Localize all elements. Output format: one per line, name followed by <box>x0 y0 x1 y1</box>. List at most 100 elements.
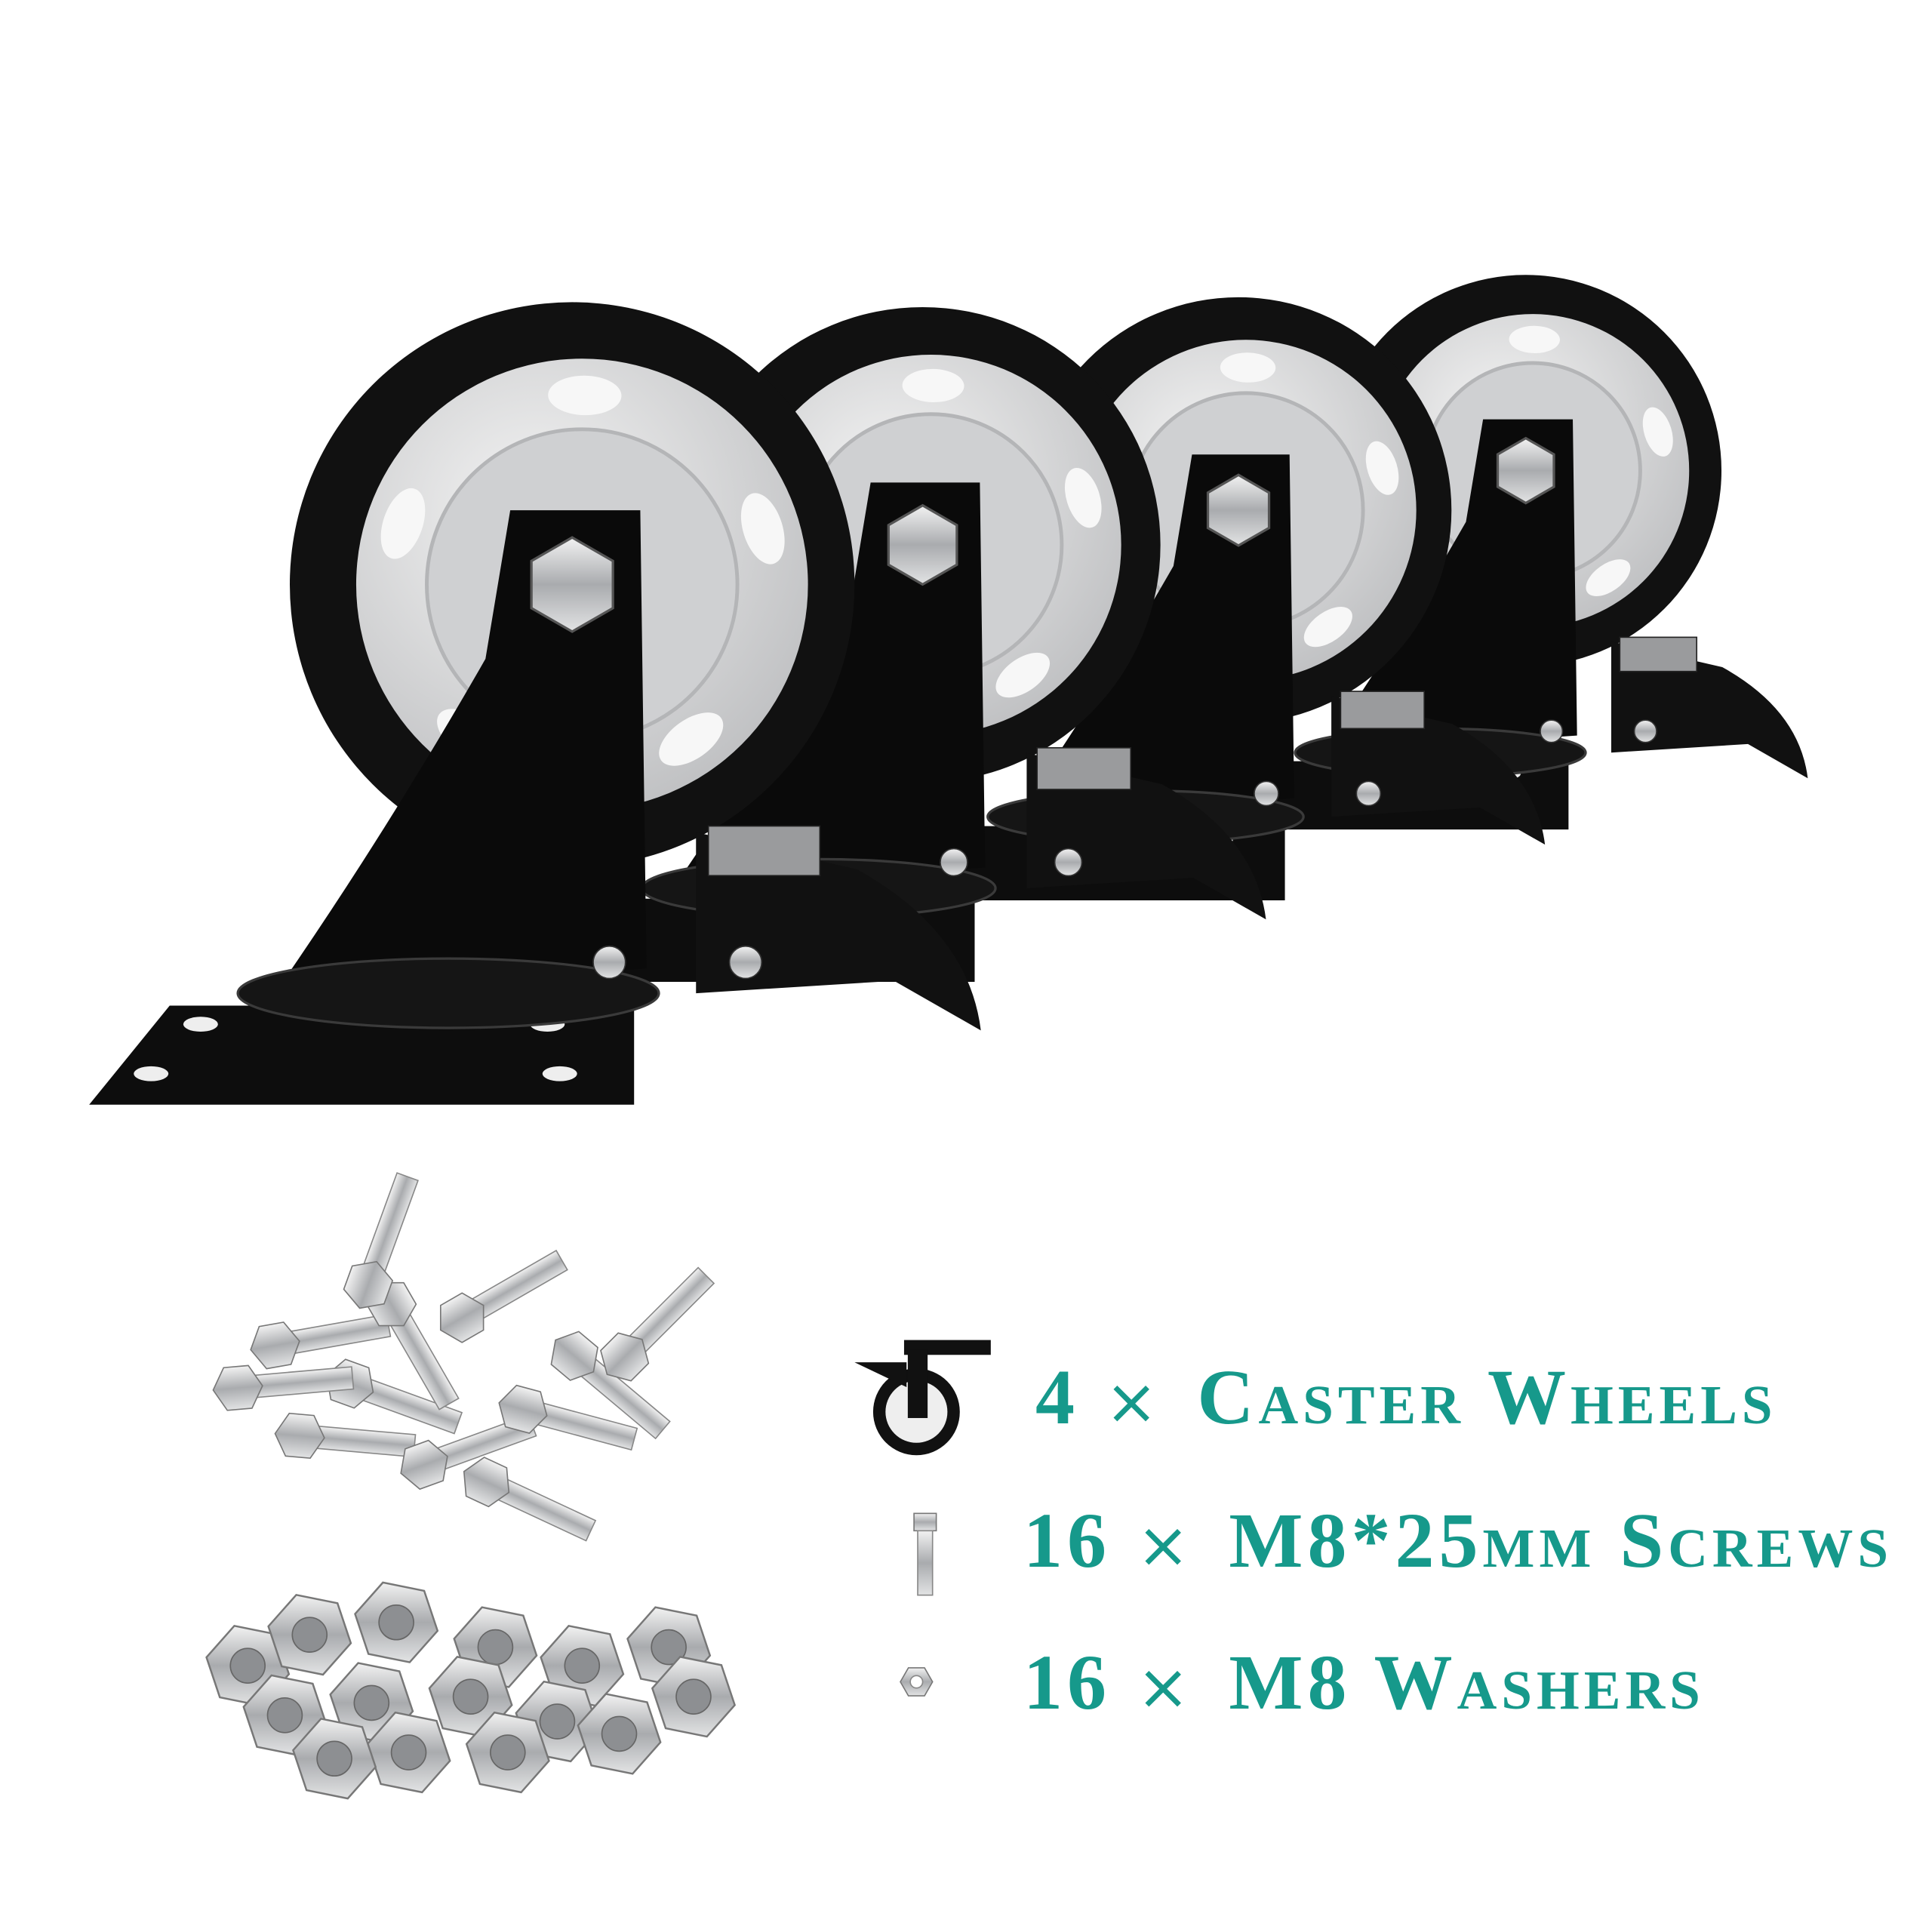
screw <box>250 1313 392 1370</box>
brake-spring <box>1340 691 1425 730</box>
screw-head <box>212 1364 263 1411</box>
spoke-window <box>380 488 426 559</box>
hex-nut-icon <box>900 1667 934 1697</box>
rivet <box>592 945 626 980</box>
screw <box>400 1414 537 1491</box>
nut-hole <box>539 1703 576 1740</box>
item-label: M8*25mm Screws <box>1229 1497 1893 1584</box>
item-label: M8 Washers <box>1229 1639 1705 1726</box>
item-label: Caster Wheels <box>1197 1354 1777 1441</box>
plate-hole <box>183 1017 218 1032</box>
spoke-window <box>659 712 724 766</box>
screw-head <box>600 1332 650 1382</box>
bolts-pile <box>212 1172 715 1542</box>
rivet <box>1254 780 1279 807</box>
screw-head <box>550 1331 598 1381</box>
qty: 4 <box>1035 1354 1079 1441</box>
nut-hole <box>316 1740 352 1777</box>
spoke-window <box>1064 467 1102 528</box>
spoke-window <box>995 652 1051 698</box>
nut-hole <box>378 1604 414 1641</box>
spoke-window <box>1509 325 1560 354</box>
screw <box>274 1412 417 1460</box>
nut-hole <box>490 1734 526 1770</box>
screw-thread <box>308 1424 417 1458</box>
nut-hole <box>601 1715 638 1752</box>
nut-hole <box>266 1697 303 1734</box>
axle-nut <box>1496 436 1555 505</box>
screw-head <box>463 1457 510 1508</box>
times-sign: × <box>1137 1650 1195 1724</box>
screw-head <box>274 1412 325 1460</box>
spoke-window <box>1365 441 1399 495</box>
icon-screw-head <box>913 1512 937 1532</box>
fork <box>1015 454 1294 817</box>
icon-brake <box>854 1362 907 1387</box>
screw-icon <box>913 1512 937 1596</box>
nut-hole <box>651 1629 687 1666</box>
spoke-window <box>902 368 964 403</box>
spoke-window <box>1303 607 1352 648</box>
times-sign: × <box>1137 1508 1195 1582</box>
times-sign: × <box>1105 1364 1163 1438</box>
nut-hole <box>675 1678 712 1715</box>
spoke-window <box>740 493 785 565</box>
contents-line-caster-wheels: 4×Caster Wheels <box>1035 1358 1777 1437</box>
screw-head <box>439 1292 485 1343</box>
nut-hole <box>291 1617 328 1653</box>
rivet <box>940 848 968 877</box>
nut-hole <box>229 1647 266 1684</box>
screw-thread <box>281 1313 392 1356</box>
screw <box>463 1457 597 1542</box>
nut-hole <box>477 1629 514 1666</box>
nut-hole <box>390 1734 427 1770</box>
caster-wheels-group <box>89 275 1808 1105</box>
brake-lever <box>1026 752 1266 920</box>
mounting-plate <box>89 1005 635 1105</box>
nut-hole <box>452 1678 489 1715</box>
screw-head <box>400 1439 448 1491</box>
screw <box>550 1331 671 1440</box>
screw <box>498 1384 638 1451</box>
screw <box>212 1364 355 1411</box>
rivet <box>1054 848 1083 877</box>
brake-spring <box>707 825 821 877</box>
brake-lever <box>1611 641 1808 779</box>
brake-lever <box>1331 696 1546 845</box>
axle-nut <box>1206 473 1271 547</box>
fork <box>1320 419 1577 753</box>
nuts-pile <box>205 1581 737 1800</box>
qty: 16 <box>1023 1497 1111 1584</box>
screw-head <box>250 1321 300 1370</box>
spoke-window <box>548 375 622 416</box>
caster-wheel-icon <box>854 1340 991 1456</box>
nut-hole <box>564 1647 601 1684</box>
plate-hole <box>134 1066 169 1081</box>
contents-line-screws: 16×M8*25mm Screws <box>1023 1502 1893 1580</box>
brake-spring <box>1619 636 1698 672</box>
brake-spring <box>1036 747 1132 790</box>
caster-wheel <box>1192 275 1808 830</box>
contents-icons <box>854 1340 991 1697</box>
qty: 16 <box>1023 1639 1111 1726</box>
screw-head <box>343 1260 394 1309</box>
plate-hole <box>542 1066 577 1081</box>
rivet <box>728 945 763 980</box>
contents-line-washers: 16×M8 Washers <box>1023 1644 1705 1722</box>
nut-hole <box>353 1684 390 1721</box>
screw <box>600 1266 715 1382</box>
axle-nut <box>887 503 958 586</box>
swivel-base <box>236 957 660 1029</box>
screw-head <box>498 1384 548 1434</box>
spoke-window <box>1586 559 1631 597</box>
axle-nut <box>530 536 614 633</box>
spoke-window <box>1642 407 1673 457</box>
spoke-window <box>1220 352 1276 383</box>
screw <box>343 1172 419 1309</box>
rivet <box>1633 719 1657 743</box>
caster-wheel <box>89 302 981 1105</box>
rivet <box>1540 719 1564 743</box>
icon-fork <box>907 1349 928 1418</box>
fork <box>275 510 647 994</box>
